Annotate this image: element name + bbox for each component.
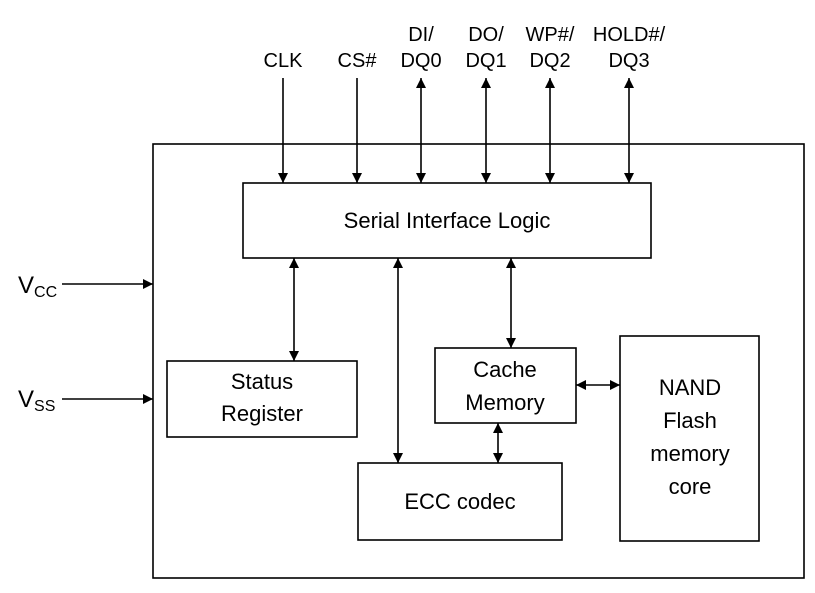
- ecc-codec-block: [357, 462, 563, 541]
- vss-label: VSS: [18, 386, 55, 415]
- clk-label: CLK: [264, 50, 304, 72]
- cache-memory-label-line2: Memory: [465, 390, 544, 415]
- wp-label-line2: DQ2: [529, 50, 570, 72]
- nand-core-label-line2: Flash: [663, 408, 717, 433]
- ecc-codec-label: ECC codec: [404, 489, 515, 514]
- do-label-line1: DO/: [468, 24, 504, 46]
- hold-label-line2: DQ3: [608, 50, 649, 72]
- do-label-line2: DQ1: [465, 50, 506, 72]
- cache-memory-label-line1: Cache: [473, 357, 537, 382]
- hold-label-line1: HOLD#/: [593, 24, 666, 46]
- nand-core-label-line1: NAND: [659, 375, 721, 400]
- serial-interface-label: Serial Interface Logic: [344, 208, 551, 233]
- nand-core-label-line4: core: [669, 474, 712, 499]
- nand-core-block: [619, 335, 760, 542]
- nand-core-label-line3: memory: [650, 441, 729, 466]
- di-label-line1: DI/: [408, 24, 434, 46]
- cs-label: CS#: [338, 50, 378, 72]
- status-register-label-line2: Register: [221, 401, 303, 426]
- status-register-block: [166, 360, 358, 438]
- vcc-label: VCC: [18, 272, 57, 301]
- wp-label-line1: WP#/: [526, 24, 575, 46]
- serial-interface-block: [242, 182, 652, 259]
- status-register-label-line1: Status: [231, 369, 293, 394]
- di-label-line2: DQ0: [400, 50, 441, 72]
